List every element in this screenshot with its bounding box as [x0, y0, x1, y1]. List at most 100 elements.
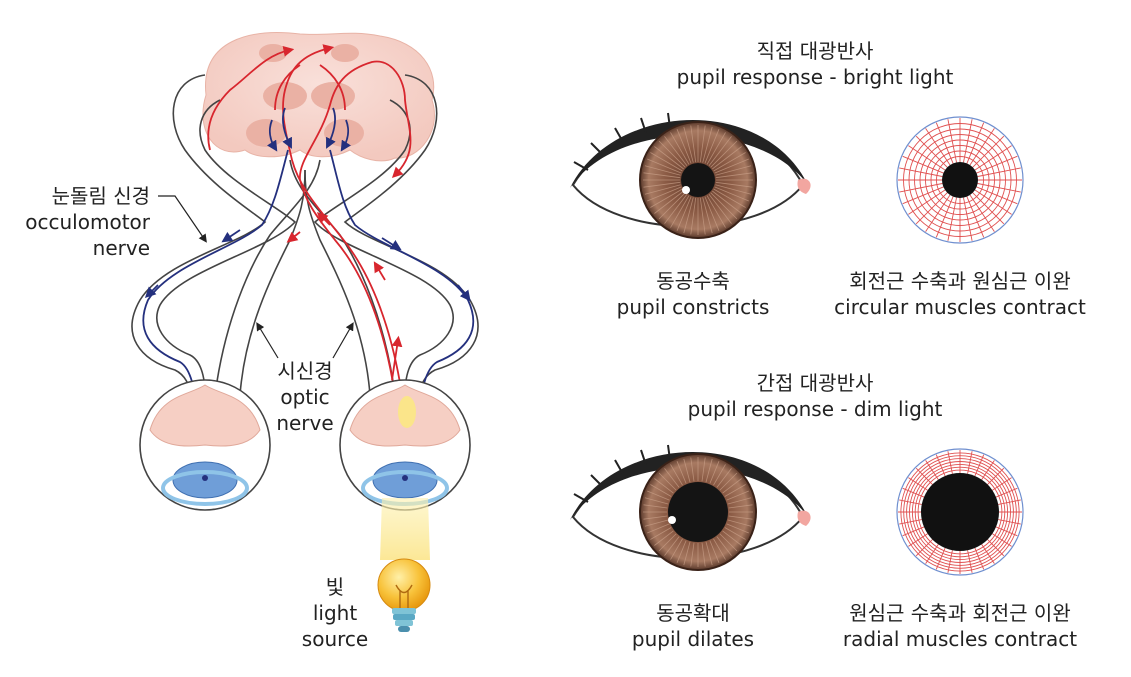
radial-muscle-fiber	[899, 183, 943, 193]
iris-fiber	[690, 197, 697, 235]
iris-fiber	[710, 140, 738, 168]
iris-fiber	[722, 478, 742, 494]
iris-fiber	[644, 519, 669, 527]
radial-muscle-fiber	[969, 194, 995, 232]
radial-muscle-fiber	[947, 451, 953, 474]
iris-fiber	[644, 497, 669, 505]
iris-fiber	[709, 540, 720, 563]
dim-eye-ko: 동공확대	[656, 601, 730, 625]
iris-fiber	[647, 186, 682, 202]
right-eyeball	[339, 379, 471, 511]
light-label-ko: 빛	[325, 575, 345, 599]
bright-heading-ko: 직접 대광반사	[756, 39, 874, 63]
iris-fiber	[683, 126, 694, 163]
iris-fiber	[701, 457, 706, 482]
radial-muscle-fiber	[976, 186, 1018, 205]
radial-muscles-diagram	[896, 448, 1024, 576]
iris-fiber	[713, 464, 726, 486]
iris-fiber	[724, 527, 746, 540]
iris-fiber	[710, 192, 738, 220]
radial-muscle-fiber	[987, 539, 1005, 557]
iris-fiber	[716, 536, 732, 556]
iris-fiber	[683, 458, 691, 483]
optic-label-en2: nerve	[276, 411, 334, 435]
lashes	[573, 112, 671, 171]
iris-fiber	[726, 523, 749, 534]
bright-light-eye	[570, 112, 811, 239]
radial-muscle-fiber	[981, 544, 995, 564]
radial-muscle-fiber	[963, 197, 973, 241]
iris-fiber	[713, 152, 746, 172]
radial-muscle-fiber	[908, 189, 946, 215]
radial-muscle-fiber	[972, 192, 1005, 225]
radial-muscle-fiber	[902, 155, 944, 174]
iris-fiber	[690, 125, 697, 163]
iris-fiber	[664, 468, 680, 488]
iris-fiber	[650, 484, 672, 497]
reflex-pathway-diagram	[131, 32, 479, 632]
radial-muscle-fiber	[899, 167, 943, 177]
brain-nucleus	[246, 119, 286, 147]
oculomotor-leader	[158, 195, 207, 243]
iris-fiber	[702, 197, 713, 234]
iris-fiber	[708, 136, 732, 166]
radial-muscle-fiber	[915, 192, 948, 225]
radial-muscle-fiber	[974, 145, 1012, 171]
radial-muscle-fiber	[935, 454, 946, 477]
iris-fiber	[715, 181, 753, 188]
iris-fiber	[728, 504, 753, 509]
optic-nerve-label: 시신경 optic nerve	[255, 358, 355, 436]
radial-muscle-fiber	[947, 197, 957, 241]
radial-muscle-fiber	[972, 135, 1005, 168]
iris-fiber	[726, 490, 749, 501]
radial-muscle-fiber	[974, 454, 985, 477]
iris-fiber	[714, 186, 749, 202]
dim-heading: 간접 대광반사 pupil response - dim light	[640, 370, 990, 422]
iris-fiber	[644, 165, 681, 176]
radial-muscle-fiber	[947, 550, 953, 573]
iris-fiber	[724, 484, 746, 497]
iris-fiber	[676, 129, 692, 164]
light-source-label: 빛 light source	[285, 574, 385, 652]
iris-fiber	[722, 530, 742, 546]
iris-fiber	[699, 125, 706, 163]
optic-leader-left	[256, 322, 279, 359]
iris-fiber	[719, 472, 738, 491]
iris-fiber	[704, 129, 720, 164]
iris-fiber	[643, 504, 668, 509]
pupil	[921, 473, 999, 551]
bright-eye-ko: 동공수축	[656, 269, 730, 293]
iris-fiber	[690, 457, 695, 482]
iris-fiber	[658, 533, 677, 552]
iris-fiber	[654, 190, 684, 214]
brain-nucleus	[259, 44, 287, 62]
iris-fiber	[664, 194, 688, 224]
radial-muscle-fiber	[998, 499, 1021, 505]
oculomotor-label-ko: 눈돌림 신경	[51, 184, 150, 208]
radial-muscle-fiber	[935, 196, 954, 238]
eye-highlight	[668, 516, 676, 524]
radial-muscle-fiber	[967, 550, 973, 573]
bright-eye-caption: 동공수축 pupil constricts	[593, 268, 793, 320]
iris-fiber	[705, 458, 713, 483]
radial-muscle-fiber	[967, 451, 973, 474]
iris-fiber	[647, 490, 670, 501]
iris-fiber	[676, 461, 687, 484]
radial-muscle-fiber	[974, 547, 985, 570]
radial-muscle-fiber	[992, 533, 1012, 547]
radial-muscle-fiber	[987, 467, 1005, 485]
radial-muscle-fiber	[976, 155, 1018, 174]
lashes	[573, 444, 671, 503]
radial-muscle-fiber	[981, 460, 995, 480]
iris-fiber	[702, 126, 713, 163]
radial-muscle-fiber	[963, 119, 973, 163]
iris-fiber	[683, 541, 691, 566]
upper-eyelid	[570, 120, 808, 188]
brain-nucleus	[331, 44, 359, 62]
afferent-pathway	[207, 44, 412, 396]
iris-fiber	[728, 515, 753, 520]
radial-muscle-fiber	[908, 145, 946, 171]
radial-muscle-fiber	[995, 526, 1018, 537]
radial-muscle-fiber	[915, 539, 933, 557]
radial-muscle-fiber	[998, 519, 1021, 525]
